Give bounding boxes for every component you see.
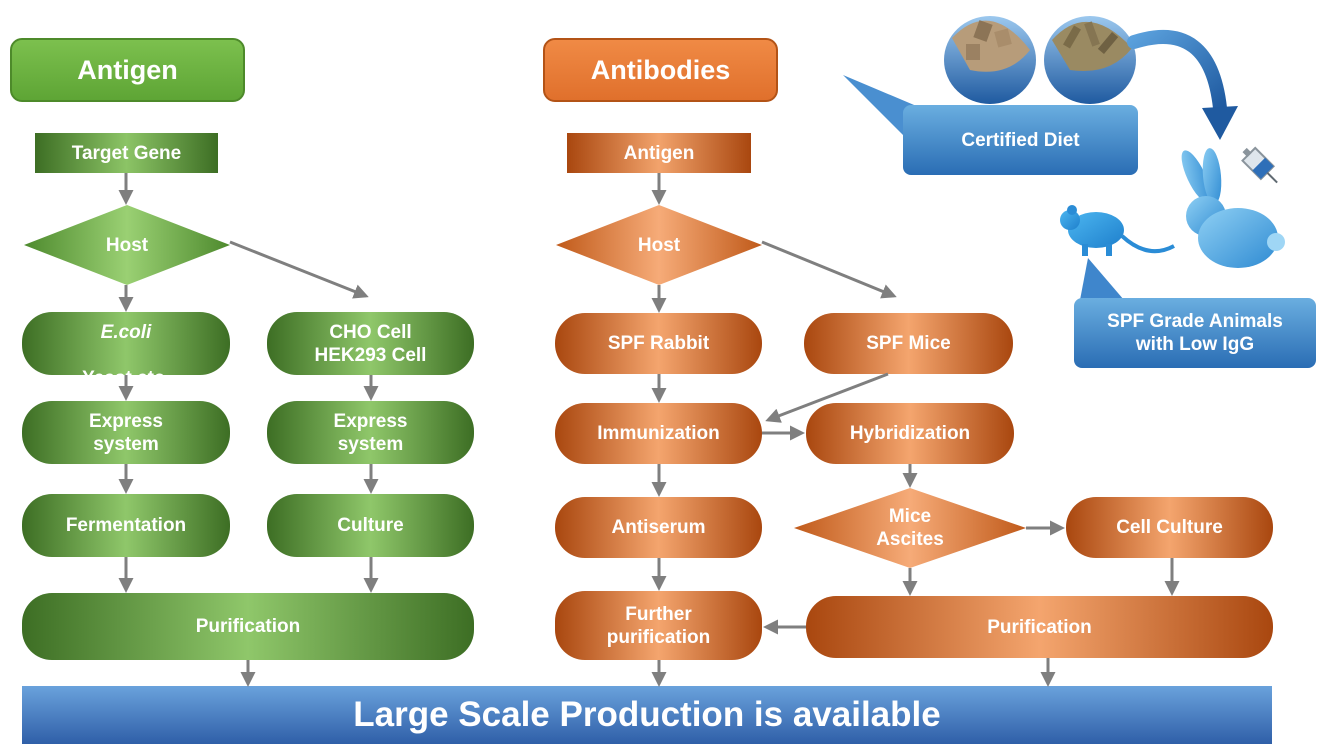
culture-node: Culture: [267, 494, 474, 557]
cho-hek293-node: CHO Cell HEK293 Cell: [267, 312, 474, 375]
express-system-right: Express system: [267, 401, 474, 464]
express-system-left: Express system: [22, 401, 230, 464]
antigen-title: Antigen: [10, 38, 245, 102]
ecoli-label: E.coli: [100, 321, 152, 343]
immunization-node: Immunization: [555, 403, 762, 464]
cell-culture-node: Cell Culture: [1066, 497, 1273, 558]
spf-animals-callout: SPF Grade Animals with Low IgG: [1074, 258, 1316, 368]
arrow-mice-immunization: [765, 372, 889, 423]
spf-mice-node: SPF Mice: [804, 313, 1013, 374]
antibodies-antigen-box: Antigen: [567, 133, 751, 173]
production-banner: Large Scale Production is available: [22, 686, 1272, 744]
pellet-capsule-icon: [1044, 16, 1136, 104]
spf-rabbit-node: SPF Rabbit: [555, 313, 762, 374]
target-gene-box: Target Gene: [35, 133, 218, 173]
yeast-label: Yeast etc.: [82, 367, 170, 389]
antigen-purification-node: Purification: [22, 593, 474, 660]
rabbit-icon: [1181, 148, 1285, 268]
syringe-icon: [1241, 146, 1278, 184]
spf-animals-label: SPF Grade Animals with Low IgG: [1074, 298, 1316, 368]
antibodies-title: Antibodies: [543, 38, 778, 102]
arrow-host-mice: [761, 240, 897, 299]
hybridization-node: Hybridization: [806, 403, 1014, 464]
certified-diet-callout: Certified Diet: [843, 75, 1138, 175]
fermentation-node: Fermentation: [22, 494, 230, 557]
curved-arrow-icon: [1127, 29, 1238, 140]
arrow-host-cho: [229, 240, 369, 299]
callout-pointer: [1080, 258, 1124, 300]
pellet-capsule-icon: [944, 16, 1036, 104]
feed-pellets-icon: [944, 16, 1136, 104]
antiserum-node: Antiserum: [555, 497, 762, 558]
further-purification-node: Further purification: [555, 591, 762, 660]
mouse-icon: [1060, 205, 1175, 256]
ecoli-yeast-node: E.coli Yeast etc.: [22, 312, 230, 389]
antibodies-purification-node: Purification: [806, 596, 1273, 658]
certified-diet-label: Certified Diet: [903, 105, 1138, 175]
